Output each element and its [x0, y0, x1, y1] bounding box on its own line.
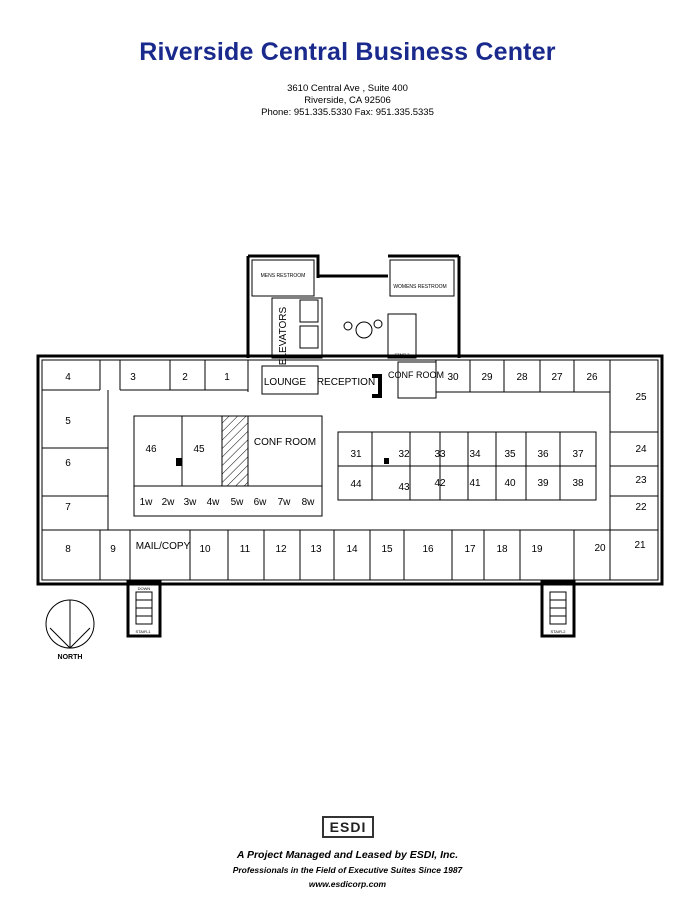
core-walls [246, 254, 461, 358]
stair-3 [387, 313, 417, 359]
footer-link[interactable]: www.esdicorp.com [308, 879, 387, 889]
workstation-2w: 2w [162, 497, 176, 508]
office-8: 8 [65, 544, 71, 555]
office-3: 3 [130, 372, 136, 383]
office-13: 13 [310, 544, 322, 555]
office-26: 26 [586, 372, 598, 383]
stair-3-label: STAIR-3 [394, 352, 410, 357]
stair-1-down-label: DOWN [138, 586, 151, 591]
office-30: 30 [447, 372, 459, 383]
office-7: 7 [65, 502, 71, 513]
workstation-8w: 8w [302, 497, 316, 508]
mail-copy-label: MAIL/COPY [136, 541, 191, 552]
stair-2-label: STAIR-2 [550, 629, 566, 634]
esdi-logo: ESDI [322, 816, 374, 838]
office-1: 1 [224, 372, 230, 383]
office-12: 12 [275, 544, 287, 555]
address-line-2: Riverside, CA 92506 [304, 95, 391, 106]
office-11: 11 [240, 544, 251, 555]
mens-restroom-label: MENS RESTROOM [261, 273, 306, 279]
office-9: 9 [110, 544, 116, 555]
office-34: 34 [469, 449, 481, 460]
footer-line-1: A Project Managed and Leased by ESDI, In… [236, 849, 459, 861]
office-6: 6 [65, 458, 71, 469]
north-label: NORTH [58, 654, 83, 661]
office-43: 43 [398, 482, 410, 493]
office-40: 40 [504, 478, 516, 489]
office-16: 16 [422, 544, 434, 555]
office-27: 27 [551, 372, 563, 383]
workstation-3w: 3w [184, 497, 198, 508]
office-44: 44 [350, 479, 362, 490]
womens-restroom [389, 259, 455, 297]
womens-restroom-label: WOMENS RESTROOM [393, 284, 446, 290]
stair-1-label: STAIR-1 [135, 629, 151, 634]
workstation-4w: 4w [207, 497, 221, 508]
building-outline [36, 354, 664, 586]
office-33: 33 [434, 449, 446, 460]
workstation-1w: 1w [140, 497, 154, 508]
footer-line-2: Professionals in the Field of Executive … [232, 865, 463, 875]
office-23: 23 [635, 475, 647, 486]
office-14: 14 [346, 544, 358, 555]
page-title: Riverside Central Business Center [139, 38, 556, 66]
reception-label: RECEPTION [317, 377, 375, 388]
elevators-label: ELEVATORS [278, 306, 289, 365]
office-39: 39 [537, 478, 549, 489]
workstation-6w: 6w [254, 497, 268, 508]
office-38: 38 [572, 478, 584, 489]
contact-line: Phone: 951.335.5330 Fax: 951.335.5335 [261, 107, 434, 118]
office-35: 35 [504, 449, 516, 460]
office-25: 25 [635, 392, 647, 403]
office-31: 31 [350, 449, 362, 460]
office-20: 20 [594, 543, 606, 554]
office-36: 36 [537, 449, 549, 460]
workstation-7w: 7w [278, 497, 292, 508]
lounge-label: LOUNGE [264, 377, 307, 388]
office-32: 32 [398, 449, 410, 460]
office-19: 19 [531, 544, 543, 555]
office-21: 21 [634, 540, 646, 551]
office-46: 46 [145, 444, 157, 455]
stair-1 [126, 580, 162, 638]
office-15: 15 [381, 544, 393, 555]
address-line-1: 3610 Central Ave , Suite 400 [287, 83, 408, 94]
office-2: 2 [182, 372, 188, 383]
office-4: 4 [65, 372, 71, 383]
conf-room-inner-label: CONF ROOM [254, 437, 316, 448]
office-42: 42 [434, 478, 446, 489]
elevator-bank [271, 297, 323, 359]
office-45: 45 [193, 444, 205, 455]
office-28: 28 [516, 372, 528, 383]
office-10: 10 [199, 544, 211, 555]
workstation-5w: 5w [231, 497, 245, 508]
office-18: 18 [496, 544, 508, 555]
office-5: 5 [65, 416, 71, 427]
office-17: 17 [464, 544, 476, 555]
conf-room-top-label: CONF ROOM [388, 370, 444, 380]
mens-restroom [251, 259, 315, 297]
office-24: 24 [635, 444, 647, 455]
office-29: 29 [481, 372, 493, 383]
office-41: 41 [469, 478, 481, 489]
office-22: 22 [635, 502, 647, 513]
stair-2 [540, 580, 576, 638]
office-37: 37 [572, 449, 584, 460]
